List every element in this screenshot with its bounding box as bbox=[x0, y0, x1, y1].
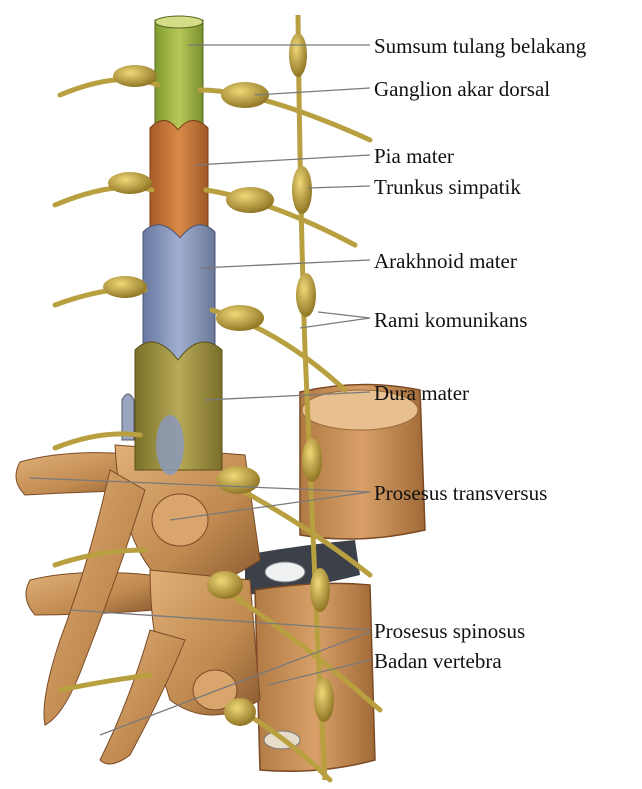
ganglion-right-6 bbox=[224, 698, 256, 726]
sympathetic-ganglion-6 bbox=[314, 678, 334, 722]
label-rami-communicantes: Rami komunikans bbox=[374, 310, 527, 331]
sympathetic-ganglion-5 bbox=[310, 568, 330, 612]
sympathetic-ganglion-4 bbox=[302, 438, 322, 482]
posterior-arch-group bbox=[16, 445, 260, 764]
sympathetic-ganglion-1 bbox=[289, 33, 307, 77]
label-spinal-cord: Sumsum tulang belakang bbox=[374, 36, 586, 57]
label-sympathetic-trunk: Trunkus simpatik bbox=[374, 177, 521, 198]
leader-arachnoid-mater bbox=[200, 260, 370, 268]
leader-rami-2 bbox=[318, 312, 370, 318]
label-vertebral-body: Badan vertebra bbox=[374, 651, 502, 672]
label-pia-mater: Pia mater bbox=[374, 146, 454, 167]
leader-dorsal-root-ganglion bbox=[255, 88, 370, 95]
ganglion-right-4 bbox=[216, 466, 260, 494]
leader-pia-mater bbox=[195, 155, 370, 165]
ganglion-right-5 bbox=[207, 571, 243, 599]
vertebral-body-group bbox=[245, 384, 425, 771]
ganglion-right-3 bbox=[216, 305, 264, 331]
ganglion-left-2 bbox=[108, 172, 152, 194]
label-spinous-process: Prosesus spinosus bbox=[374, 621, 525, 642]
sympathetic-ganglion-2 bbox=[292, 166, 312, 214]
dura-cut-blue bbox=[156, 415, 184, 475]
ganglion-left-3 bbox=[103, 276, 147, 298]
leader-rami-1 bbox=[300, 318, 370, 328]
leader-sympathetic-trunk bbox=[308, 186, 370, 188]
sympathetic-ganglion-3 bbox=[296, 273, 316, 317]
spinal-cord-top bbox=[155, 16, 203, 28]
facet-knob bbox=[152, 494, 208, 546]
ganglion-left-1 bbox=[113, 65, 157, 87]
ganglion-right-2 bbox=[226, 187, 274, 213]
label-dura-mater: Dura mater bbox=[374, 383, 469, 404]
label-transverse-process: Prosesus transversus bbox=[374, 483, 547, 504]
label-dorsal-root-ganglion: Ganglion akar dorsal bbox=[374, 79, 550, 100]
label-arachnoid-mater: Arakhnoid mater bbox=[374, 251, 517, 272]
disc-window bbox=[265, 562, 305, 582]
